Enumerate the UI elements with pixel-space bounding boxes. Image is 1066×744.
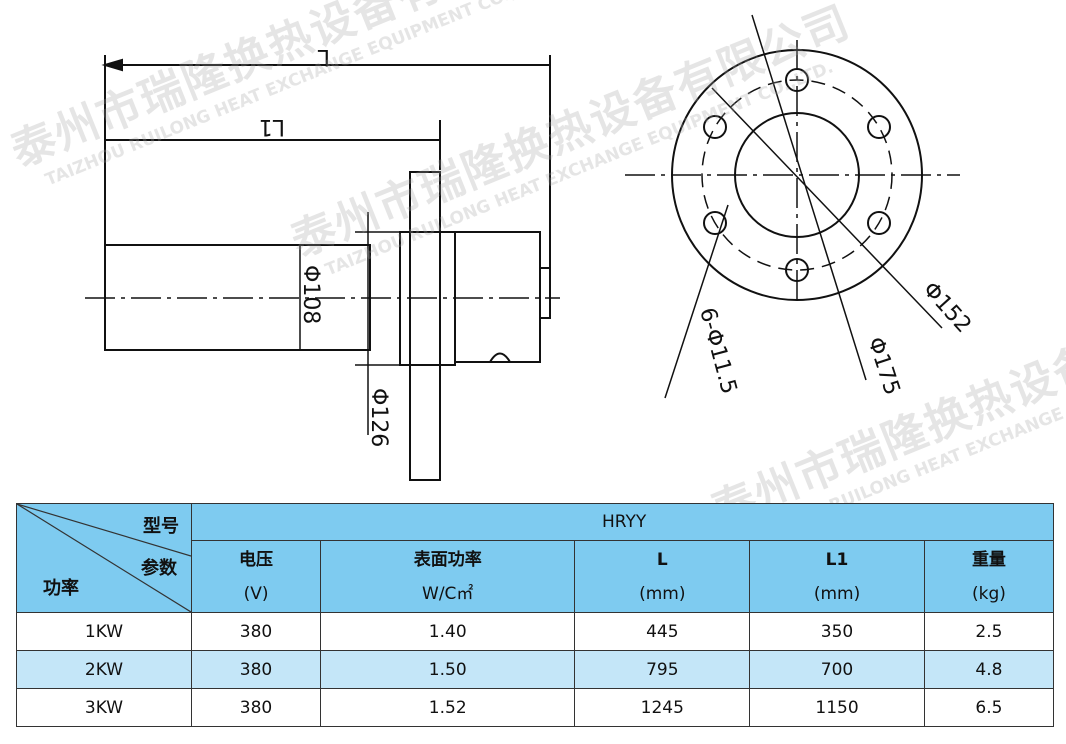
cell-power: 2KW <box>16 650 192 689</box>
front-view <box>625 14 960 399</box>
cell: 700 <box>749 650 925 689</box>
cell: 380 <box>190 650 322 689</box>
cell: 350 <box>749 612 925 651</box>
corner-params: 参数 <box>141 558 177 579</box>
cell: 795 <box>574 650 751 689</box>
cell: 1.50 <box>320 650 576 689</box>
col-weight: 重量(kg) <box>923 540 1055 613</box>
label-d152: Φ152 <box>918 277 976 338</box>
label-d126: Φ126 <box>366 388 391 447</box>
cell: 380 <box>190 612 322 651</box>
cell: 1245 <box>574 688 751 727</box>
cell: 4.8 <box>923 650 1055 689</box>
cell: 1.52 <box>320 688 576 727</box>
label-d108: Φ108 <box>298 265 323 324</box>
cell: 1.40 <box>320 612 576 651</box>
corner-model: 型号 <box>143 516 179 537</box>
label-holes: 6-Φ11.5 <box>694 305 741 397</box>
cell: 2.5 <box>923 612 1055 651</box>
technical-drawing: L L1 Φ108 Φ126 6-Φ11.5 Φ175 Φ152 <box>85 14 976 481</box>
model-name: HRYY <box>191 503 1054 541</box>
label-L1: L1 <box>259 114 285 139</box>
cell: 1150 <box>749 688 925 727</box>
label-L: L <box>317 44 330 69</box>
corner-header: 型号 参数 功率 <box>16 503 192 613</box>
col-L1: L1(mm) <box>749 540 925 613</box>
cell: 445 <box>574 612 751 651</box>
col-L: L(mm) <box>574 540 751 613</box>
table-row: 1KW 380 1.40 445 350 2.5 <box>16 612 1055 651</box>
cell-power: 1KW <box>16 612 192 651</box>
corner-power: 功率 <box>43 578 79 599</box>
cell-power: 3KW <box>16 688 192 727</box>
cell: 380 <box>190 688 322 727</box>
side-view <box>85 55 560 481</box>
table-row: 2KW 380 1.50 795 700 4.8 <box>16 650 1055 689</box>
label-d175: Φ175 <box>862 334 904 398</box>
table-row: 3KW 380 1.52 1245 1150 6.5 <box>16 688 1055 727</box>
cell: 6.5 <box>923 688 1055 727</box>
flange <box>409 171 441 481</box>
diagonal-lines <box>17 504 191 612</box>
col-voltage: 电压(V) <box>190 540 322 613</box>
